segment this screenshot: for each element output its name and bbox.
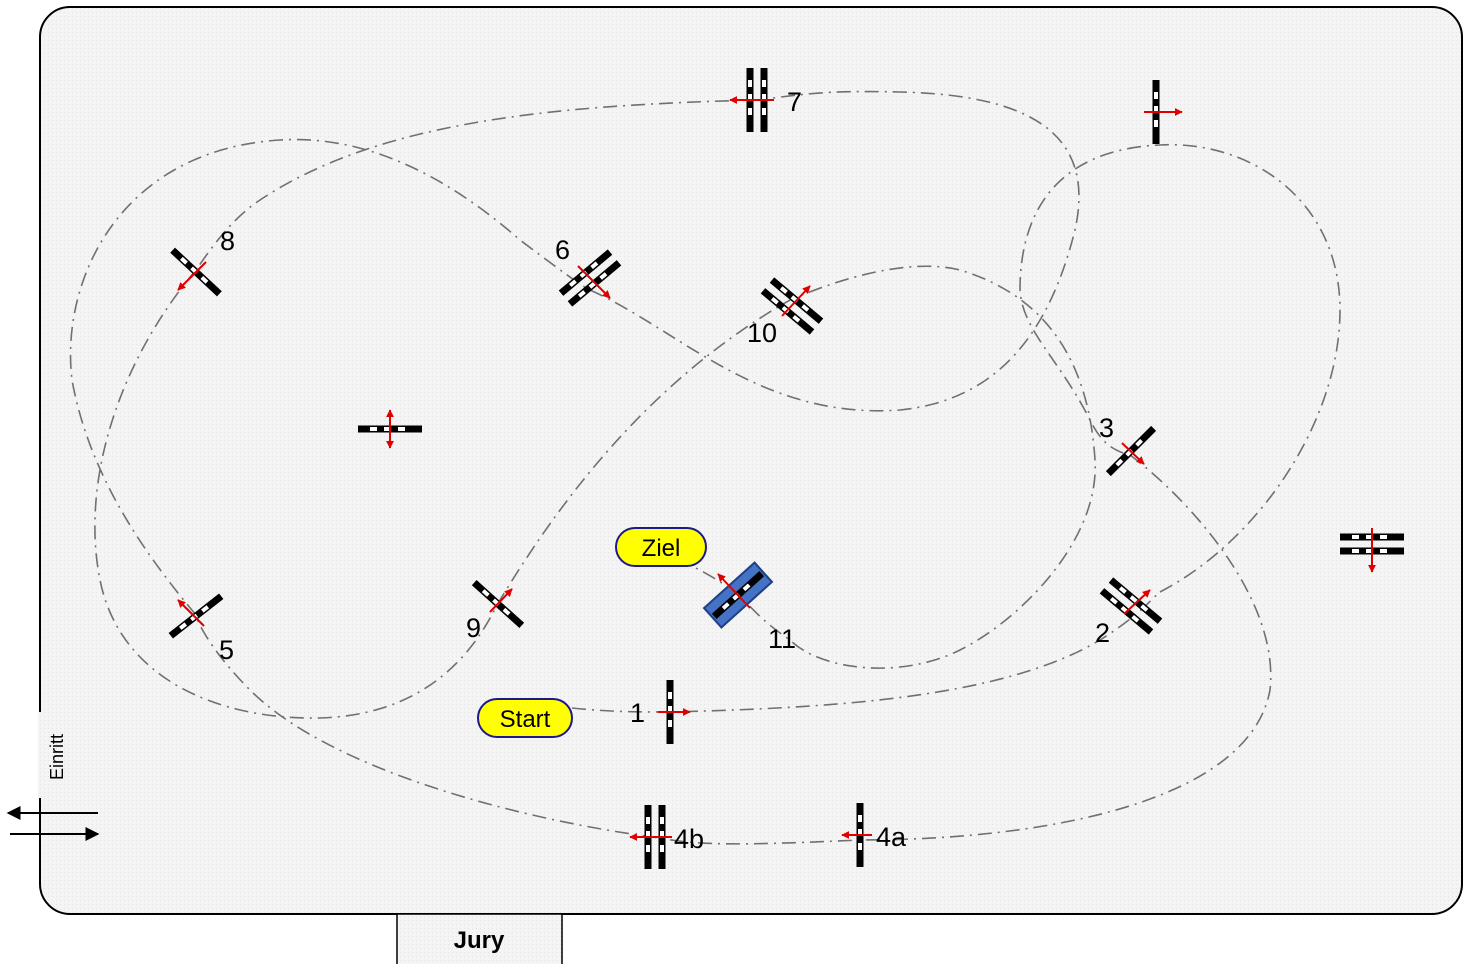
jury-box [396, 913, 563, 964]
label-obstacle-7: 7 [787, 87, 802, 117]
label-obstacle-4b: 4b [674, 824, 704, 854]
label-obstacle-9: 9 [466, 613, 481, 643]
arena [39, 6, 1463, 915]
label-obstacle-5: 5 [219, 635, 234, 665]
label-obstacle-8: 8 [220, 226, 235, 256]
start-label: Start [500, 706, 551, 733]
label-obstacle-1: 1 [630, 698, 645, 728]
label-obstacle-10: 10 [747, 318, 777, 348]
direction-arrow-5 [177, 599, 205, 627]
label-obstacle-6: 6 [555, 235, 570, 265]
direction-arrow-6 [577, 265, 611, 299]
label-obstacle-2: 2 [1095, 618, 1110, 648]
label-obstacle-4a: 4a [876, 822, 907, 852]
label-obstacle-3: 3 [1099, 413, 1114, 443]
finish-marker: Ziel [615, 527, 707, 567]
direction-arrow-8 [177, 261, 207, 291]
entrance-label: Einritt [47, 734, 67, 780]
direction-arrow-2 [1123, 589, 1151, 615]
label-obstacle-11: 11 [768, 624, 796, 654]
direction-arrow-9 [489, 588, 513, 613]
entrance-gap [38, 712, 72, 798]
direction-arrow-10 [781, 285, 811, 317]
finish-label: Ziel [642, 535, 681, 562]
direction-arrow-3 [1121, 442, 1145, 465]
jury-label: Jury [454, 927, 505, 954]
direction-arrow-11 [717, 573, 751, 609]
start-marker: Start [477, 698, 573, 738]
